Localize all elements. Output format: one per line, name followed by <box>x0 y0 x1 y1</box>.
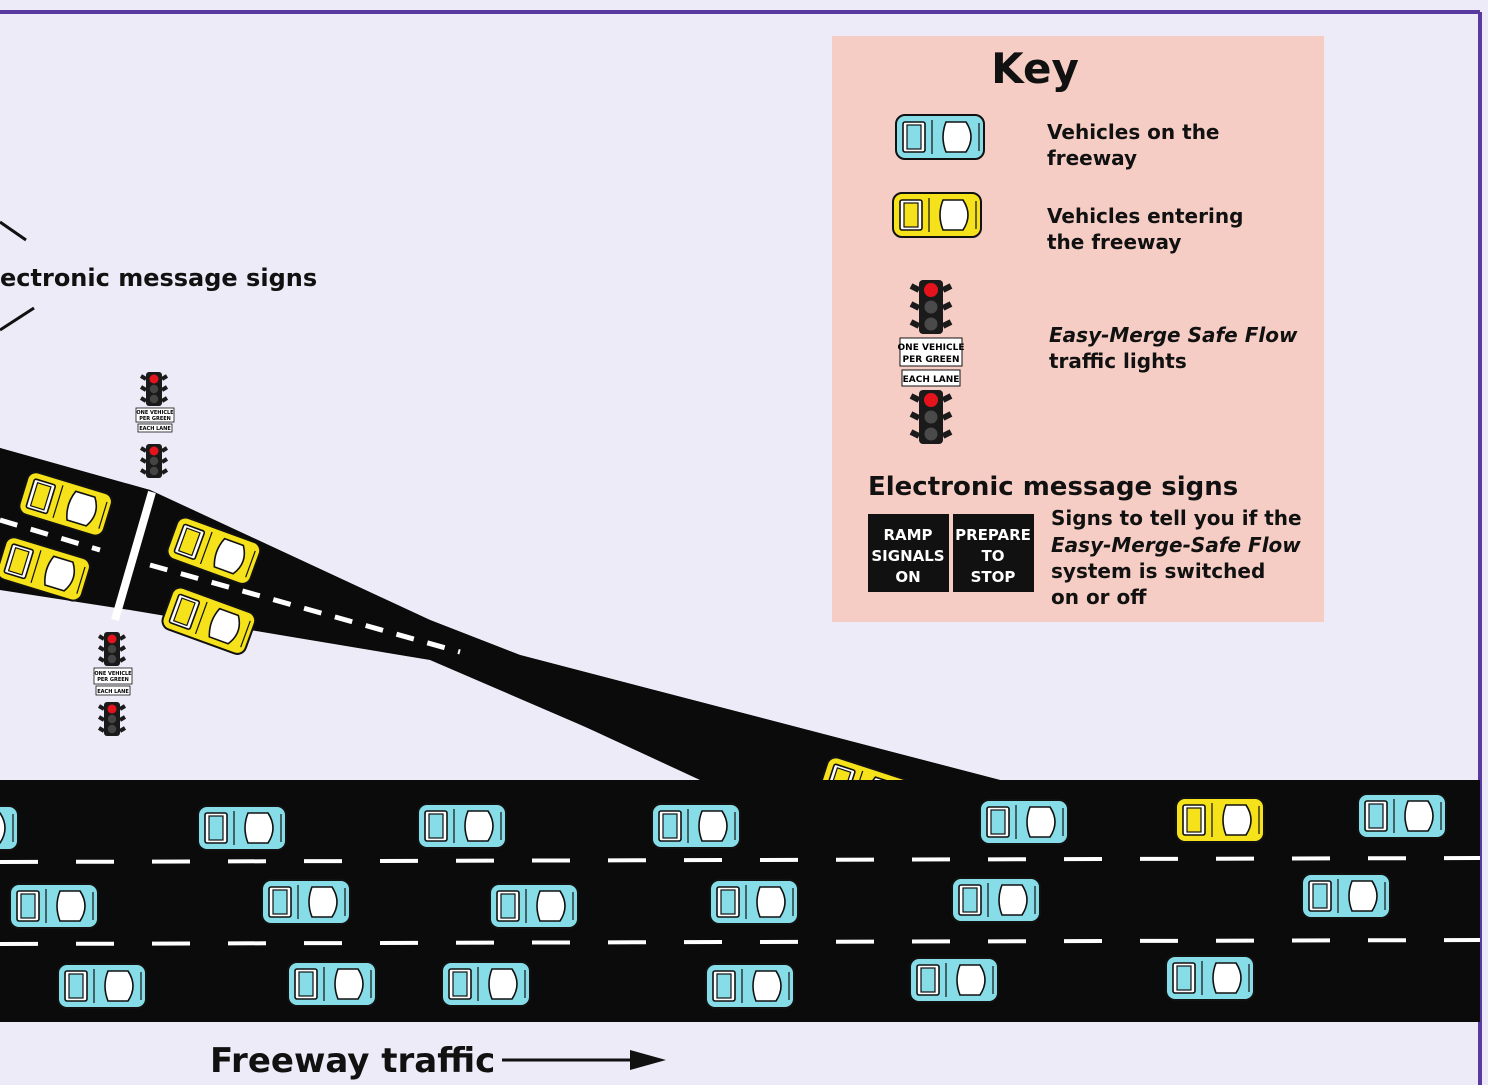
key-sign-line2: PER GREEN <box>903 355 960 365</box>
flow-label: Freeway traffic <box>210 1041 495 1081</box>
key-signs-desc-3: system is switched <box>1051 559 1265 583</box>
signal-sign-line2: PER GREEN <box>97 677 129 683</box>
arrow-right-icon <box>502 1050 666 1070</box>
signal-sign-line1: ONE VEHICLE <box>136 410 174 416</box>
callout-line-bottom <box>0 306 35 332</box>
key-entering-text-1: Vehicles entering <box>1047 204 1243 228</box>
signal-sign-line3: EACH LANE <box>139 426 171 432</box>
stop-line <box>111 490 156 622</box>
freeway-lane-dash-2 <box>0 938 1481 946</box>
key-freeway-text-1: Vehicles on the <box>1047 120 1220 144</box>
key-title: Key <box>991 44 1079 93</box>
freeway-yellow-car <box>1175 797 1265 843</box>
key-entering-text-2: the freeway <box>1047 230 1181 254</box>
signal-sign-line3: EACH LANE <box>97 689 129 695</box>
key-panel: Key Vehicles on the freeway Vehicles ent… <box>832 36 1324 622</box>
ramp-signal-top: ONE VEHICLE PER GREEN EACH LANE <box>135 370 175 480</box>
car-yellow-icon <box>892 192 982 238</box>
key-signs-desc-4: on or off <box>1051 585 1147 609</box>
ramp-signal-bottom: ONE VEHICLE PER GREEN EACH LANE <box>93 630 133 738</box>
signal-sign-line1: ONE VEHICLE <box>94 671 132 677</box>
key-signs-desc-1: Signs to tell you if the <box>1051 506 1302 530</box>
sign-ramp-signals: RAMP SIGNALS ON <box>868 514 949 592</box>
sign-prepare-line: TO <box>982 547 1005 565</box>
key-signs-heading: Electronic message signs <box>868 472 1238 502</box>
sign-prepare-line: PREPARE <box>955 526 1031 544</box>
ramp-lane-dash-left <box>0 517 101 553</box>
traffic-light-icon: ONE VEHICLE PER GREEN EACH LANE <box>898 280 965 444</box>
key-sign-line1: ONE VEHICLE <box>898 343 965 353</box>
callout-line-top <box>0 220 27 242</box>
key-lights-text-2: traffic lights <box>1049 349 1187 373</box>
key-freeway-text-2: freeway <box>1047 146 1137 170</box>
sign-ramp-line: ON <box>895 568 920 586</box>
car-blue-icon <box>895 114 985 160</box>
ems-label: ectronic message signs <box>0 264 317 292</box>
sign-prepare-line: STOP <box>971 568 1016 586</box>
sign-ramp-line: RAMP <box>883 526 932 544</box>
key-sign-line3: EACH LANE <box>903 375 960 385</box>
signal-sign-line2: PER GREEN <box>139 416 171 422</box>
sign-ramp-line: SIGNALS <box>871 547 944 565</box>
freeway-lane-dash-1 <box>0 856 1481 864</box>
ramp-lane-dash-right <box>149 562 461 655</box>
sign-prepare-to-stop: PREPARE TO STOP <box>953 514 1034 592</box>
key-signs-desc-2: Easy-Merge-Safe Flow <box>1051 533 1301 557</box>
key-lights-text-1: Easy-Merge Safe Flow <box>1049 323 1298 347</box>
